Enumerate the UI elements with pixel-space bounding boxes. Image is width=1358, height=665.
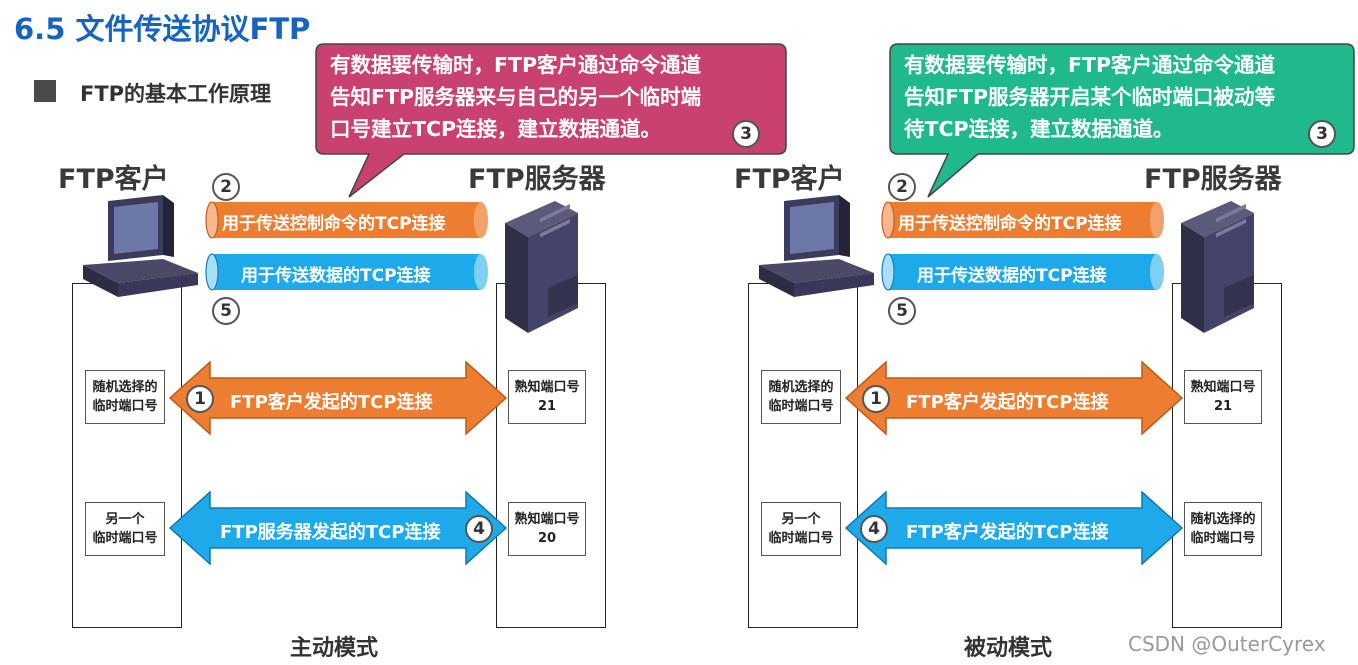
callout-text-active: 有数据要传输时，FTP客户通过命令通道 告知FTP服务器来与自己的另一个临时端 … [330, 49, 780, 145]
server-lane-active [496, 283, 606, 628]
computer-icon [759, 195, 874, 297]
data-connection-pipe [881, 253, 1164, 291]
data-connection-label: 用于传送数据的TCP连接 [241, 266, 431, 286]
server-port-box-2: 熟知端口号 20 [508, 502, 586, 556]
step-3-badge: 3 [732, 120, 760, 148]
callout-bubble-passive [889, 43, 1355, 198]
port-line: 临时端口号 [768, 399, 834, 414]
server-label-passive: FTP服务器 [1144, 164, 1282, 195]
watermark-text: CSDN @OuterCyrex [1128, 632, 1326, 656]
step-4-badge: 4 [465, 515, 493, 543]
computer-icon [83, 195, 198, 297]
port-line: 临时端口号 [92, 399, 158, 414]
callout-line: 口号建立TCP连接，建立数据通道。 [330, 117, 662, 141]
server-port-box-2: 随机选择的 临时端口号 [1184, 502, 1262, 556]
arrow-label-1: FTP客户发起的TCP连接 [230, 392, 433, 413]
page-title: 6.5 文件传送协议FTP [14, 12, 311, 46]
control-connection-pipe [205, 201, 488, 239]
server-port-box-1: 熟知端口号 21 [1184, 370, 1262, 424]
server-label-active: FTP服务器 [468, 164, 606, 195]
client-lane-passive [748, 283, 858, 628]
step-3-badge: 3 [1308, 120, 1336, 148]
callout-line: 告知FTP服务器来与自己的另一个临时端 [330, 85, 702, 109]
port-line: 另一个 [105, 512, 145, 527]
mode-label-active: 主动模式 [290, 636, 379, 661]
port-line: 临时端口号 [768, 531, 834, 546]
port-line: 熟知端口号 [514, 380, 580, 395]
server-icon [505, 201, 578, 333]
control-connection-label: 用于传送控制命令的TCP连接 [222, 214, 446, 234]
step-5-badge: 5 [212, 297, 240, 325]
data-connection-label: 用于传送数据的TCP连接 [917, 266, 1107, 286]
port-line: 20 [537, 531, 557, 546]
step-4-badge: 4 [860, 515, 888, 543]
mode-label-passive: 被动模式 [964, 636, 1053, 661]
double-arrow-orange [168, 360, 508, 436]
bullet-square [34, 80, 56, 102]
double-arrow-blue [844, 490, 1184, 566]
section-subtitle: FTP的基本工作原理 [80, 82, 272, 106]
port-line: 熟知端口号 [514, 512, 580, 527]
port-line: 随机选择的 [768, 380, 834, 395]
double-arrow-blue [168, 490, 508, 566]
arrow-label-2: FTP客户发起的TCP连接 [906, 522, 1109, 543]
step-1-badge: 1 [186, 385, 214, 413]
port-line: 临时端口号 [1190, 531, 1256, 546]
step-1-badge: 1 [862, 385, 890, 413]
double-arrow-orange [844, 360, 1184, 436]
port-line: 21 [537, 399, 557, 414]
callout-line: 待TCP连接，建立数据通道。 [904, 117, 1174, 141]
client-label-active: FTP客户 [58, 164, 169, 195]
client-port-box-2: 另一个 临时端口号 [85, 502, 165, 556]
client-port-box-1: 随机选择的 临时端口号 [85, 370, 165, 424]
client-port-box-1: 随机选择的 临时端口号 [761, 370, 841, 424]
arrow-label-1: FTP客户发起的TCP连接 [906, 392, 1109, 413]
port-line: 随机选择的 [92, 380, 158, 395]
callout-text-passive: 有数据要传输时，FTP客户通过命令通道 告知FTP服务器开启某个临时端口被动等 … [904, 49, 1354, 145]
port-line: 另一个 [781, 512, 821, 527]
step-2-badge: 2 [212, 173, 240, 201]
callout-bubble-active [315, 43, 787, 198]
step-2-badge: 2 [888, 173, 916, 201]
client-lane-active [72, 283, 182, 628]
callout-line: 有数据要传输时，FTP客户通过命令通道 [904, 53, 1276, 77]
control-connection-label: 用于传送控制命令的TCP连接 [898, 214, 1122, 234]
port-line: 临时端口号 [92, 531, 158, 546]
client-label-passive: FTP客户 [734, 164, 845, 195]
server-port-box-1: 熟知端口号 21 [508, 370, 586, 424]
callout-line: 有数据要传输时，FTP客户通过命令通道 [330, 53, 702, 77]
data-connection-pipe [205, 253, 488, 291]
port-line: 21 [1213, 399, 1233, 414]
control-connection-pipe [881, 201, 1164, 239]
callout-line: 告知FTP服务器开启某个临时端口被动等 [904, 85, 1276, 109]
port-line: 熟知端口号 [1190, 380, 1256, 395]
port-line: 随机选择的 [1190, 512, 1256, 527]
client-port-box-2: 另一个 临时端口号 [761, 502, 841, 556]
arrow-label-2: FTP服务器发起的TCP连接 [220, 522, 441, 543]
step-5-badge: 5 [888, 297, 916, 325]
server-icon [1181, 201, 1254, 333]
